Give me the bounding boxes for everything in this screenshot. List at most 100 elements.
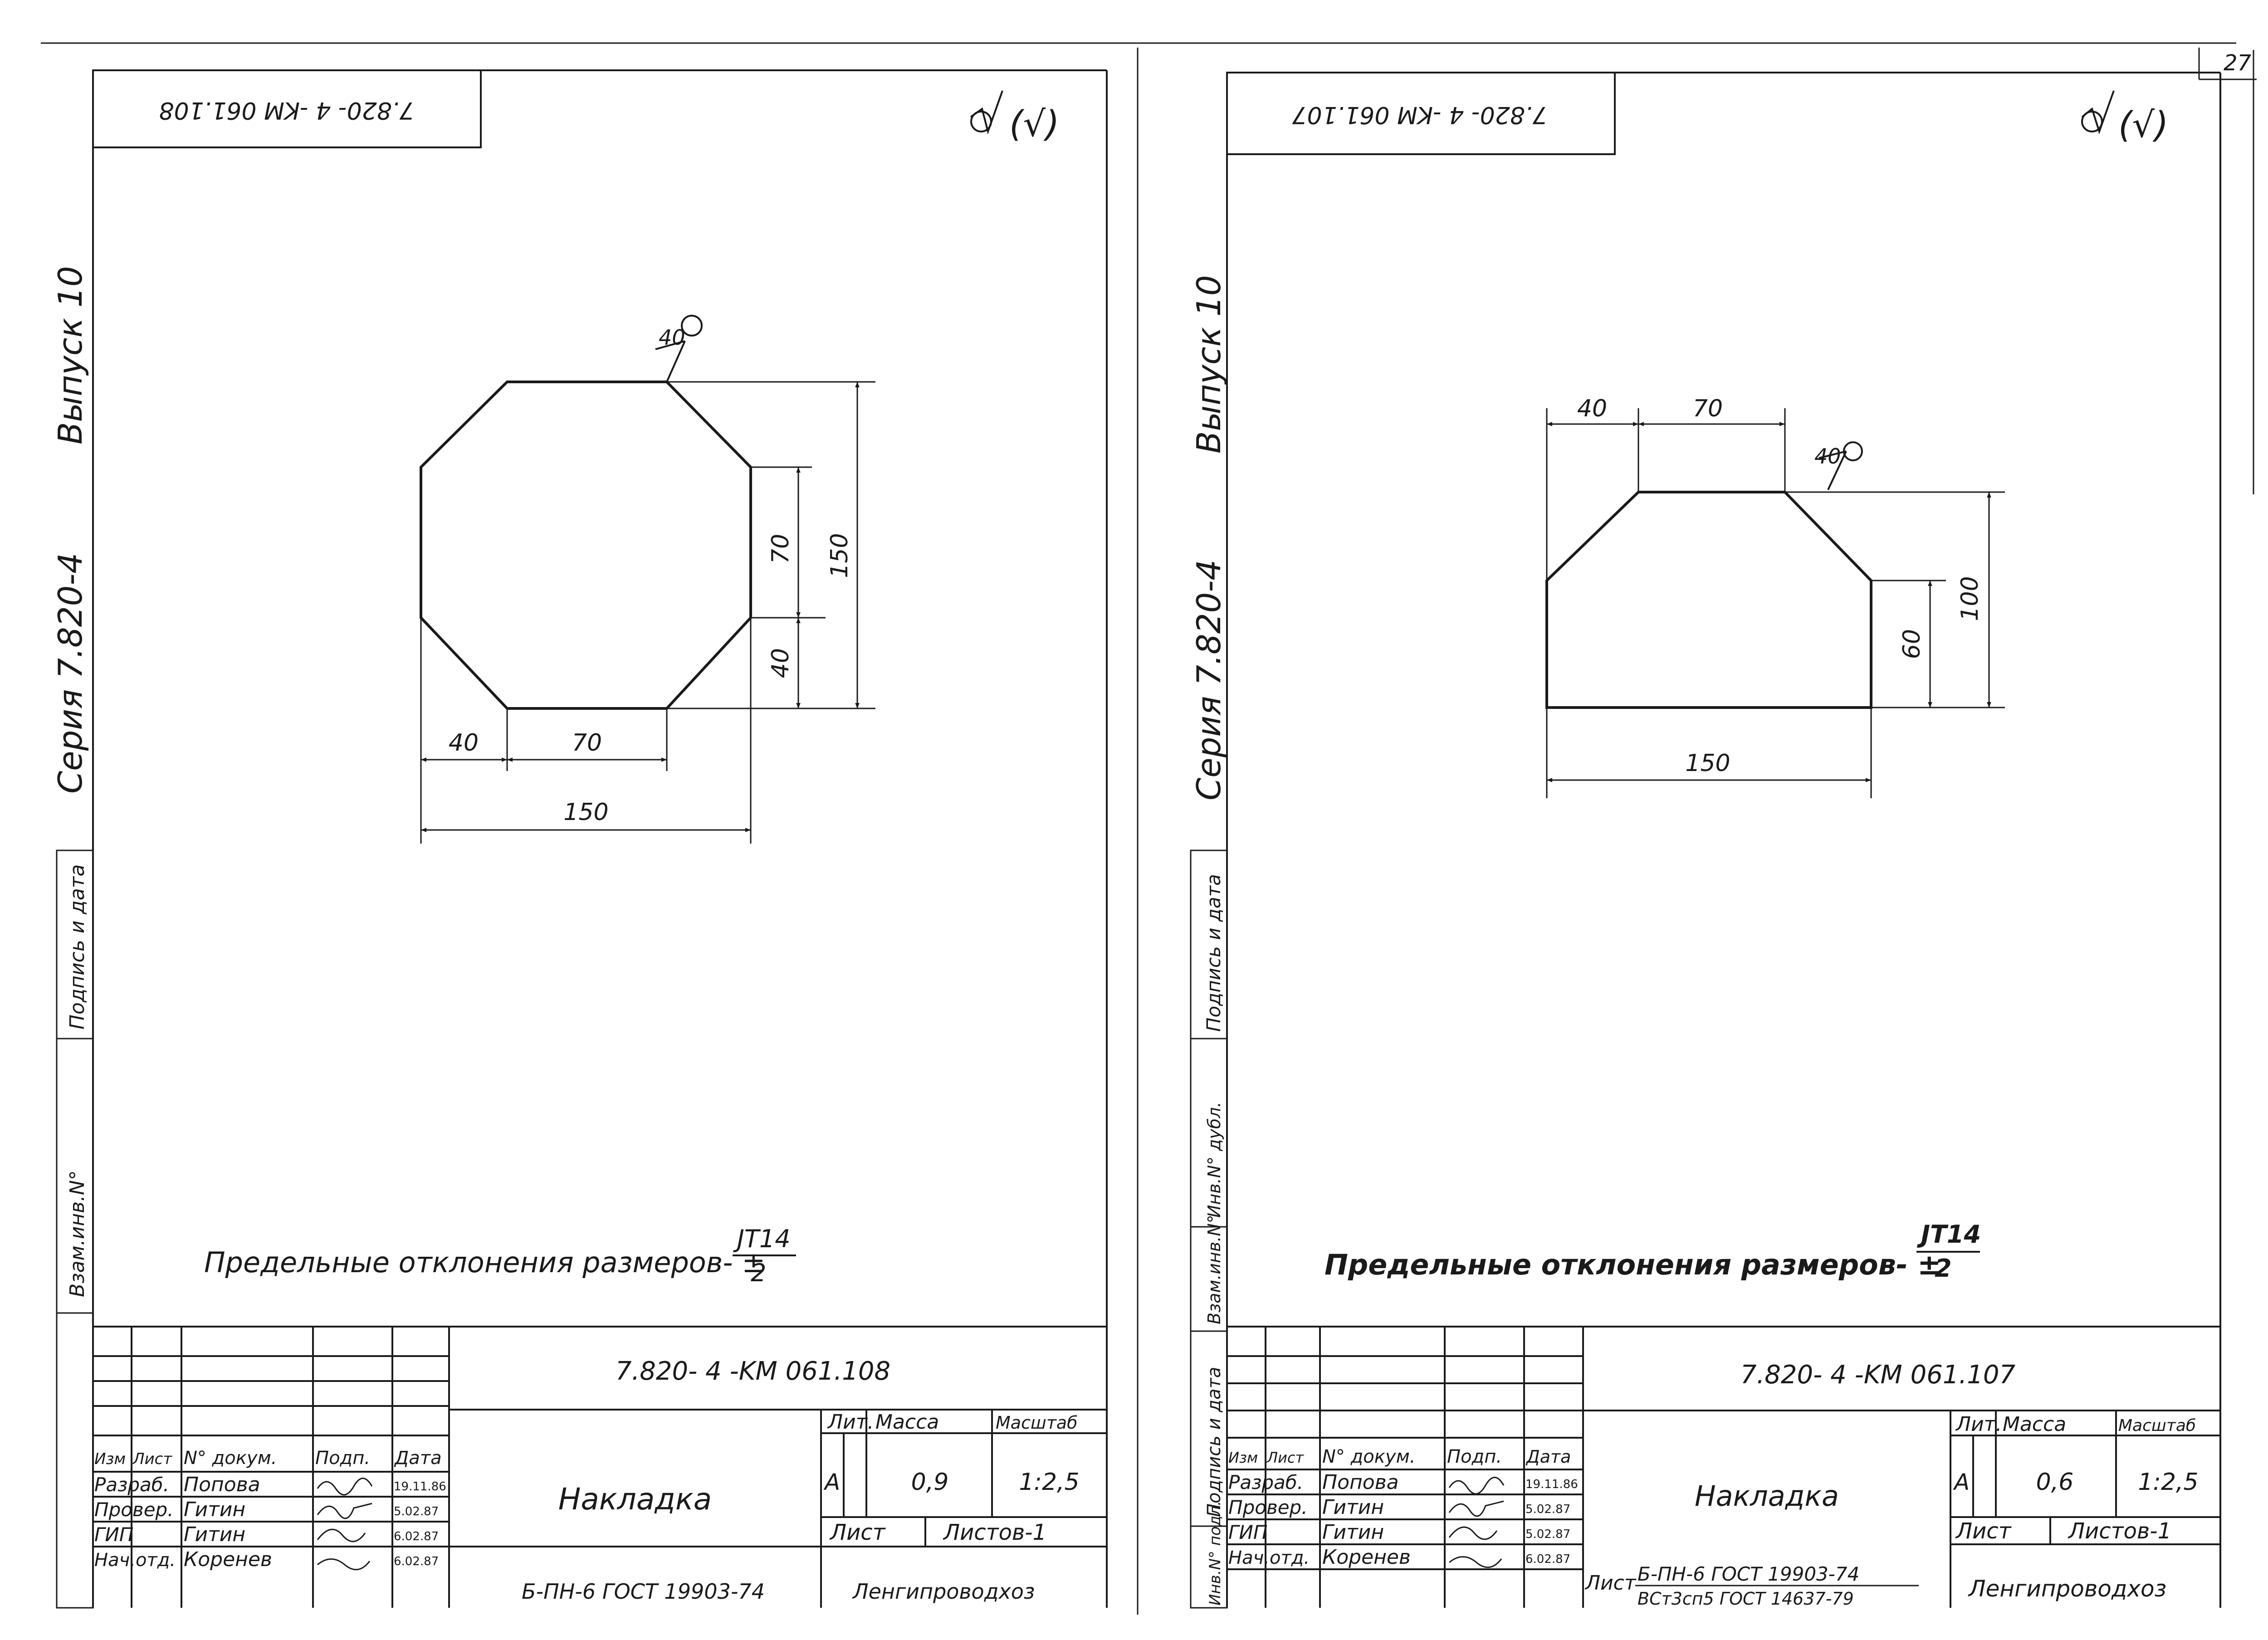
right-sidebar-label-4: Подпись и дата — [1202, 874, 1225, 1032]
left-roughness-mark: (√) — [1009, 104, 1060, 145]
right-weld-mark-icon — [1818, 441, 1863, 490]
left-series-label: Серия 7.820-4 — [51, 553, 89, 794]
left-octagon-outline — [420, 381, 752, 710]
right-tb-scale-value: 1:2,5 — [2138, 1469, 2198, 1496]
right-tb-mass-label: Масса — [2003, 1413, 2066, 1436]
left-tb-h-list: Лист — [132, 1450, 172, 1468]
page-number: 27 — [2224, 50, 2252, 76]
left-sidebar-label-0: Взам.инв.N° — [66, 1170, 89, 1297]
page-header — [41, 42, 2257, 1615]
left-tb-scale-label: Масштаб — [996, 1413, 1078, 1433]
left-tb-h-podp: Подп. — [315, 1448, 370, 1469]
right-tb-material-prefix: Лист — [1584, 1572, 1637, 1595]
left-tb-title: Накладка — [558, 1482, 712, 1517]
left-tolerance-den: 2 — [751, 1259, 766, 1287]
left-sidebar-label-1: Подпись и дата — [66, 864, 89, 1030]
right-roughness-mark: (√) — [2118, 105, 2169, 146]
right-tb-row1-role: Провер. — [1228, 1496, 1308, 1518]
left-dim-top-chamfer: 40 — [767, 648, 794, 678]
left-tb-h-izm: Изм — [94, 1450, 126, 1468]
right-sidebar-label-3: Инв.N° дубл. — [1204, 1102, 1224, 1218]
right-tb-h-ndoc: N° докум. — [1322, 1446, 1416, 1467]
left-tolerance-text: Предельные отклонения размеров- ± — [204, 1246, 765, 1279]
left-tb-h-ndoc: N° докум. — [184, 1448, 277, 1469]
right-tb-row3-date: 6.02.87 — [1525, 1552, 1570, 1566]
left-tb-lit-label: Лит. — [827, 1411, 874, 1434]
left-tb-sheets-label: Листов-1 — [943, 1520, 1046, 1545]
left-tolerance-num: JT14 — [733, 1225, 791, 1253]
right-weld-mark: 40 — [1814, 444, 1841, 469]
left-tb-row3-name: Коренев — [184, 1548, 272, 1571]
right-part-outline — [1545, 491, 1872, 709]
left-dimensions — [420, 381, 875, 844]
left-tb-row3-role: Нач.отд. — [94, 1550, 176, 1571]
left-tb-row1-role: Провер. — [94, 1498, 174, 1521]
right-tb-sheets-label: Листов-1 — [2068, 1518, 2171, 1544]
right-signatures — [1448, 1477, 1505, 1568]
left-tb-mass-value: 0,9 — [911, 1469, 949, 1496]
left-tb-scale-value: 1:2,5 — [1019, 1469, 1079, 1496]
right-tb-doc-code: 7.820- 4 -KM 061.107 — [1740, 1360, 2016, 1390]
right-tb-row0-name: Попова — [1322, 1471, 1399, 1494]
left-dim-bottom-flat: 70 — [572, 729, 602, 757]
left-titleblock-grid — [93, 1326, 1107, 1608]
right-tb-row0-role: Разраб. — [1228, 1471, 1303, 1494]
left-weld-mark: 40 — [659, 325, 685, 350]
right-sheet-frame — [1226, 72, 2221, 1608]
right-titleblock-grid — [1227, 1326, 2220, 1608]
left-tb-row2-role: ГИП — [94, 1523, 133, 1546]
left-tb-row0-date: 19.11.86 — [394, 1480, 446, 1494]
right-tb-lit-label: Лит. — [1955, 1413, 2002, 1436]
right-tolerance-den: 2 — [1935, 1254, 1952, 1283]
right-dim-bottom-total: 150 — [1685, 750, 1730, 777]
right-tb-h-list: Лист — [1266, 1449, 1304, 1466]
right-tb-lit-value: А — [1953, 1469, 1970, 1495]
right-tb-org: Ленгипроводхоз — [1968, 1576, 2166, 1602]
left-signatures — [317, 1478, 373, 1571]
left-tb-row3-date: 6.02.87 — [394, 1555, 439, 1568]
left-tb-lit-value: А — [823, 1469, 840, 1495]
right-tb-material2: ВСт3сп5 ГОСТ 14637-79 — [1637, 1589, 1854, 1609]
left-tb-row0-role: Разраб. — [94, 1474, 169, 1496]
left-tb-row0-name: Попова — [184, 1473, 260, 1496]
left-tb-sheet-label: Лист — [829, 1520, 886, 1545]
right-tb-scale-label: Масштаб — [2118, 1416, 2196, 1435]
right-tb-h-podp: Подп. — [1447, 1446, 1502, 1467]
right-dim-right-total: 100 — [1956, 576, 1984, 621]
left-tb-org: Ленгипроводхоз — [852, 1579, 1035, 1604]
right-sidebar-label-1: Подпись и дата — [1204, 1367, 1225, 1517]
right-dim-right-lower: 60 — [1898, 629, 1926, 659]
right-tb-row0-date: 19.11.86 — [1525, 1478, 1578, 1491]
right-tb-sheet-label: Лист — [1955, 1518, 2012, 1544]
right-tolerance-text: Предельные отклонения размеров- ± — [1325, 1248, 1941, 1281]
left-tb-row2-name: Гитин — [184, 1523, 245, 1546]
left-tb-row1-date: 5.02.87 — [394, 1505, 439, 1518]
right-sidebar-boxes — [1190, 849, 1228, 1609]
left-roughness-icon — [970, 90, 1003, 135]
right-sidebar-label-2: Взам.инв.N° — [1204, 1215, 1224, 1324]
left-tb-material: Б-ПН-6 ГОСТ 19903-74 — [522, 1579, 765, 1604]
right-tb-h-izm: Изм — [1228, 1449, 1258, 1466]
right-dim-top-flat: 70 — [1693, 395, 1723, 422]
left-dim-bottom-chamfer: 40 — [449, 729, 479, 757]
right-tb-row2-date: 5.02.87 — [1525, 1528, 1570, 1541]
right-issue-label: Выпуск 10 — [1190, 275, 1228, 454]
left-dim-right-total: 150 — [826, 533, 853, 578]
right-tb-row1-date: 5.02.87 — [1525, 1503, 1570, 1516]
left-weld-mark-icon — [655, 315, 703, 382]
left-dim-bottom-total: 150 — [563, 799, 608, 826]
right-tb-row2-role: ГИП — [1228, 1521, 1267, 1543]
right-tb-row3-role: Нач.отд. — [1228, 1547, 1310, 1568]
left-sheet: 7.820- 4 -KM 061.108 (√) Серия 7.820-4 В… — [51, 69, 1108, 1609]
right-tb-row2-name: Гитин — [1322, 1521, 1384, 1544]
left-issue-label: Выпуск 10 — [51, 266, 89, 444]
left-sheet-frame — [92, 69, 1108, 1608]
right-series-label: Серия 7.820-4 — [1190, 560, 1228, 800]
left-tb-h-data: Дата — [394, 1448, 442, 1469]
right-tb-row1-name: Гитин — [1322, 1496, 1384, 1519]
right-stamp-code: 7.820- 4 -KM 061.107 — [1292, 101, 1547, 128]
right-sheet: 7.820- 4 -KM 061.107 (√) Серия 7.820-4 В… — [1190, 72, 2221, 1609]
left-tb-mass-label: Масса — [875, 1411, 939, 1434]
right-tolerance-num: JT14 — [1917, 1220, 1981, 1249]
